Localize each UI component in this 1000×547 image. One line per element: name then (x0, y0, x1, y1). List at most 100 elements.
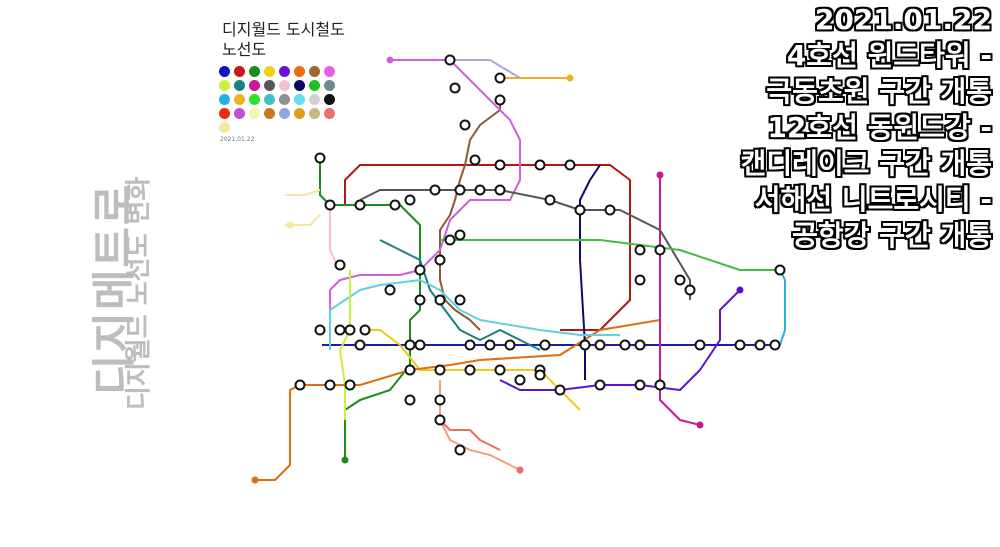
legend-line-dot (249, 94, 260, 105)
terminal-station (386, 56, 394, 64)
transfer-station (514, 374, 526, 386)
legend-line-dot (219, 94, 230, 105)
transfer-station (654, 244, 666, 256)
transfer-station (494, 94, 506, 106)
transfer-station (344, 324, 356, 336)
terminal-station (516, 466, 524, 474)
line-14 (779, 269, 786, 346)
legend-line-dot (264, 94, 275, 105)
transfer-station (574, 204, 586, 216)
legend-line-dot (219, 80, 230, 91)
transfer-station (544, 194, 556, 206)
line-9 (579, 164, 601, 380)
legend-line-dot (234, 66, 245, 77)
transfer-station (359, 324, 371, 336)
transfer-station (564, 159, 576, 171)
transfer-station (314, 152, 326, 164)
legend-line-dot (249, 80, 260, 91)
transfer-station (554, 384, 566, 396)
transfer-station (434, 294, 446, 306)
transfer-station (774, 264, 786, 276)
transfer-station (334, 324, 346, 336)
terminal-station (251, 476, 259, 484)
transfer-station (634, 379, 646, 391)
map-title-line2: 노선도 (222, 40, 267, 59)
transfer-station (454, 229, 466, 241)
transfer-station (434, 414, 446, 426)
legend-line-dot (249, 66, 260, 77)
transfer-station (454, 294, 466, 306)
legend-line-dot (234, 80, 245, 91)
legend-line-dot (279, 94, 290, 105)
legend-line-dot (219, 108, 230, 119)
terminal-station (566, 74, 574, 82)
transfer-station (594, 379, 606, 391)
transfer-station (619, 339, 631, 351)
transfer-station (434, 254, 446, 266)
legend-line-dot (309, 108, 320, 119)
headline-line: 극동초원 구간 개통 (766, 75, 992, 108)
transfer-station (694, 339, 706, 351)
headline: 2021.01.22 4호선 윈드타워 - 극동초원 구간 개통 12호선 동윈… (741, 2, 992, 254)
transfer-station (449, 82, 461, 94)
transfer-station (464, 364, 476, 376)
transfer-station (469, 154, 481, 166)
transfer-station (534, 159, 546, 171)
transfer-station (294, 379, 306, 391)
transfer-station (754, 339, 766, 351)
line-16 (339, 270, 351, 420)
legend-line-dot (294, 66, 305, 77)
line-10 (379, 239, 541, 351)
transfer-station (634, 274, 646, 286)
line-15 (329, 279, 620, 350)
headline-line: 공항강 구간 개통 (792, 219, 992, 252)
legend-line-dot (309, 94, 320, 105)
map-title: 디지월드 도시철도 노선도 (222, 20, 345, 60)
transfer-station (324, 379, 336, 391)
legend-line-dot (324, 80, 335, 91)
transfer-station (594, 339, 606, 351)
legend-line-dot (324, 66, 335, 77)
line-2 (344, 164, 631, 331)
transfer-station (504, 339, 516, 351)
headline-date: 2021.01.22 (814, 3, 992, 36)
transfer-station (434, 364, 446, 376)
line-7 (439, 100, 501, 331)
transfer-station (444, 234, 456, 246)
side-title-small: 디지월드 노선도 변화 (124, 176, 154, 410)
legend-line-dot (264, 66, 275, 77)
transfer-station (414, 339, 426, 351)
transfer-station (384, 284, 396, 296)
headline-line: 12호선 동윈드강 - (767, 111, 992, 144)
terminal-station (736, 286, 744, 294)
transfer-station (674, 274, 686, 286)
transfer-station (494, 184, 506, 196)
transfer-station (604, 204, 616, 216)
transfer-station (454, 444, 466, 456)
transfer-station (654, 379, 666, 391)
line-11 (659, 175, 701, 426)
line-18 (439, 419, 501, 451)
transfer-station (684, 284, 696, 296)
legend-date: 2021.01.22 (220, 136, 255, 143)
headline-line: 서해선 니트로시티 - (754, 183, 992, 216)
transfer-station (474, 184, 486, 196)
legend-line-dot (264, 80, 275, 91)
terminal-station (696, 421, 704, 429)
transfer-station (414, 264, 426, 276)
transfer-station (459, 119, 471, 131)
transfer-station (634, 244, 646, 256)
headline-line: 4호선 윈드타워 - (786, 39, 992, 72)
line-13 (440, 239, 780, 271)
legend-line-dot (219, 66, 230, 77)
line-8 (329, 59, 521, 310)
legend-line-dot (309, 66, 320, 77)
legend-line-dot (279, 108, 290, 119)
legend-line-dot (264, 108, 275, 119)
transfer-station (404, 339, 416, 351)
legend-line-dot (279, 66, 290, 77)
transfer-station (539, 339, 551, 351)
line-17 (439, 380, 521, 471)
terminal-station (656, 171, 664, 179)
